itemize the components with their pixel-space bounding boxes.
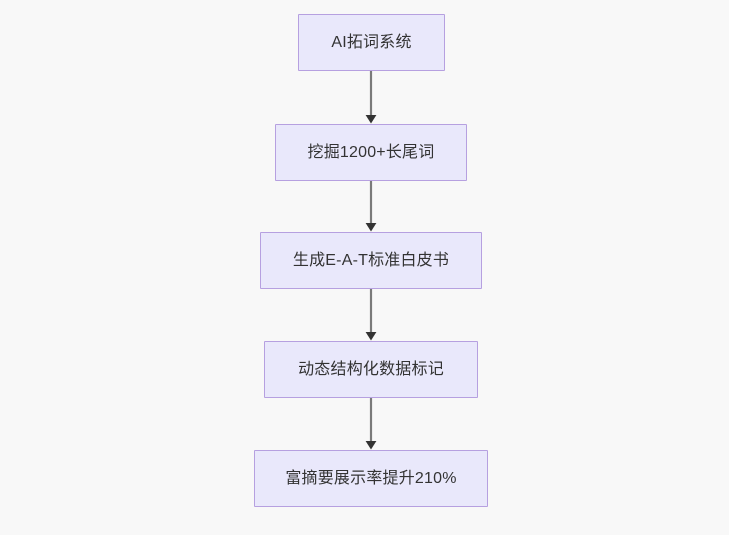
flow-connector-3 (359, 289, 383, 341)
arrow-head-icon (365, 441, 377, 450)
arrow-head-icon (365, 332, 377, 341)
flow-connector-4 (359, 398, 383, 450)
arrow-head-icon (365, 223, 377, 232)
flow-node-label: 挖掘1200+长尾词 (307, 143, 435, 161)
flow-node-generate-eat-whitepaper[interactable]: 生成E-A-T标准白皮书 (260, 232, 482, 289)
flow-connector-2 (359, 181, 383, 232)
flow-node-label: 生成E-A-T标准白皮书 (292, 251, 450, 269)
flow-node-label: 富摘要展示率提升210% (285, 469, 457, 487)
flow-node-rich-snippet-impression-lift[interactable]: 富摘要展示率提升210% (254, 450, 488, 507)
flow-node-label: AI拓词系统 (331, 33, 412, 51)
flow-node-dynamic-structured-data-markup[interactable]: 动态结构化数据标记 (264, 341, 478, 398)
arrow-head-icon (365, 115, 377, 124)
flow-node-label: 动态结构化数据标记 (298, 360, 444, 378)
flow-connector-1 (359, 71, 383, 124)
flow-node-ai-keyword-system[interactable]: AI拓词系统 (298, 14, 445, 71)
flow-node-mine-longtail-keywords[interactable]: 挖掘1200+长尾词 (275, 124, 467, 181)
